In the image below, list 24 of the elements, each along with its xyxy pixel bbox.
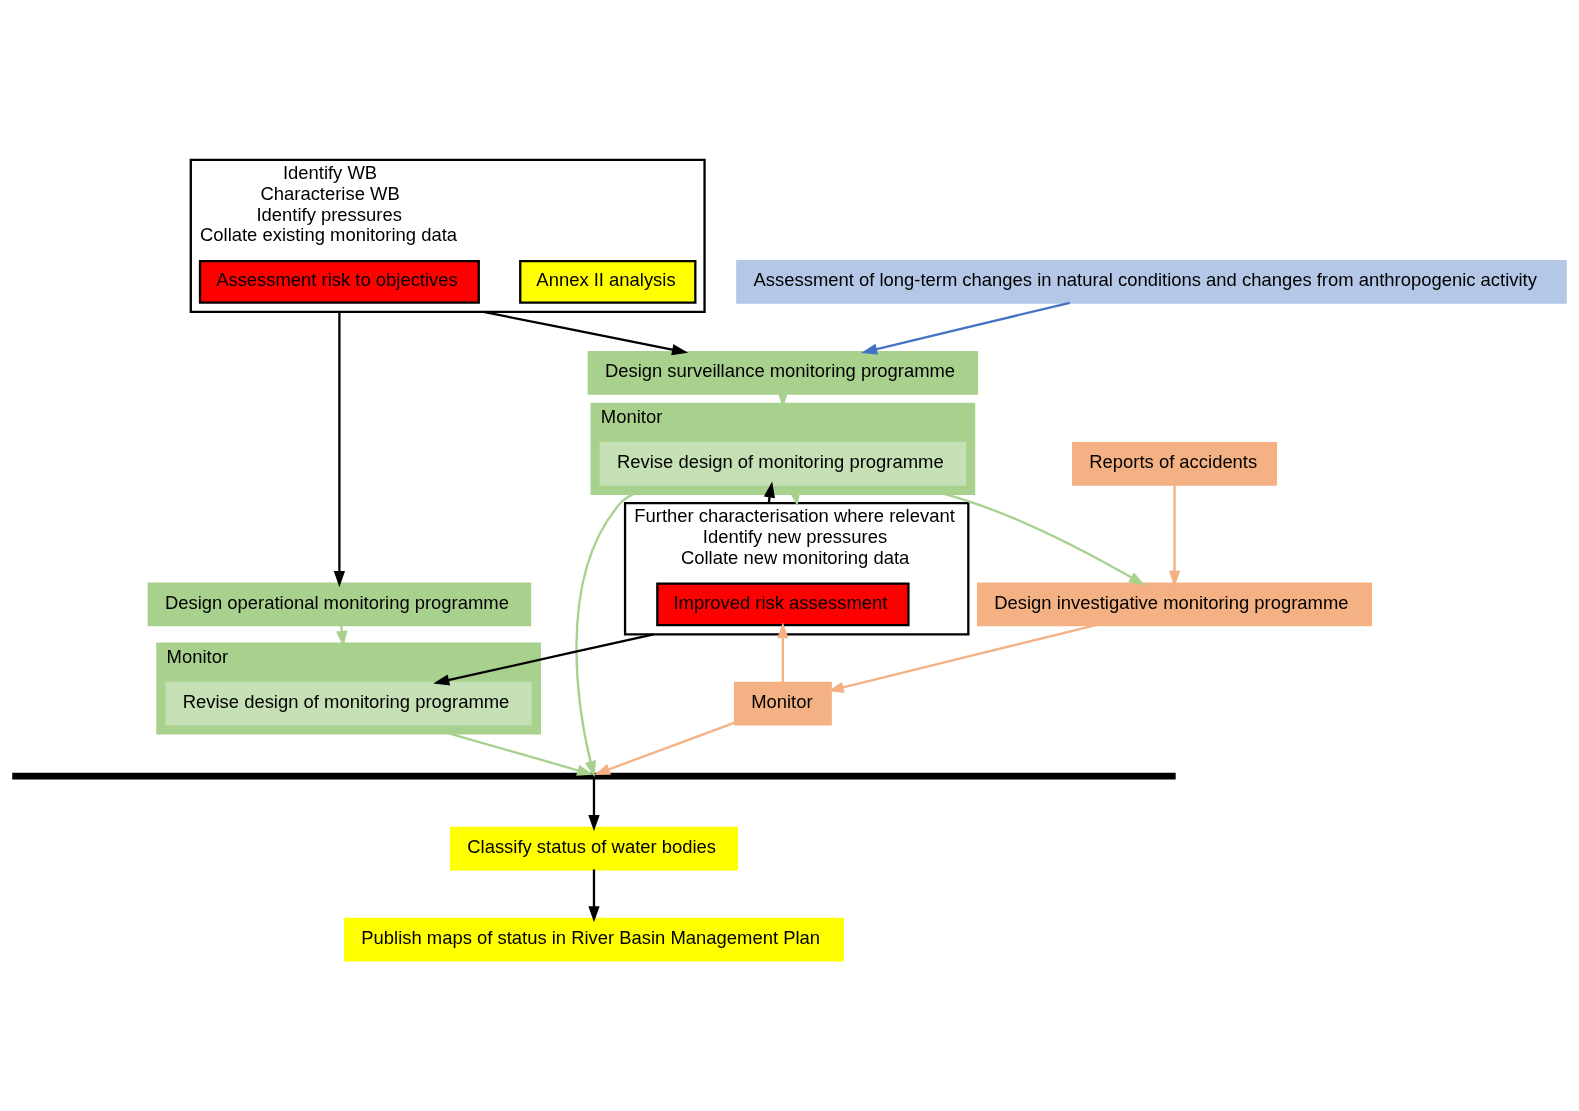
node-box: Publish maps of status in River Basin Management Plan (344, 917, 844, 962)
arrow (448, 732, 594, 776)
node-box: Assessment risk to objectives (198, 260, 480, 304)
node-box: Assessment of long-term changes in natural conditions and changes from anthropogenic activity (736, 260, 1567, 304)
arrow (333, 311, 346, 588)
node-box: Revise design of monitoring programme (165, 681, 532, 726)
arrow (588, 778, 600, 832)
arrow (483, 310, 689, 356)
node-box: Monitor (733, 681, 832, 726)
node-box: Revise design of monitoring programme (599, 442, 967, 486)
node-box: Design operational monitoring programme (147, 582, 532, 627)
node-box: Classify status of water bodies (450, 826, 738, 871)
node-box: Annex II analysis (519, 260, 697, 304)
arrow (861, 301, 1070, 355)
arrow (575, 492, 635, 778)
node-box: Design investigative monitoring programme (976, 582, 1373, 627)
arrow (588, 869, 600, 923)
node-bar (12, 772, 1176, 780)
node-box: Improved risk assessment (656, 582, 910, 627)
arrow (594, 721, 736, 775)
arrow (777, 622, 789, 683)
arrow (943, 492, 1146, 586)
arrow (433, 633, 654, 686)
node-box: Reports of accidents (1072, 442, 1278, 486)
